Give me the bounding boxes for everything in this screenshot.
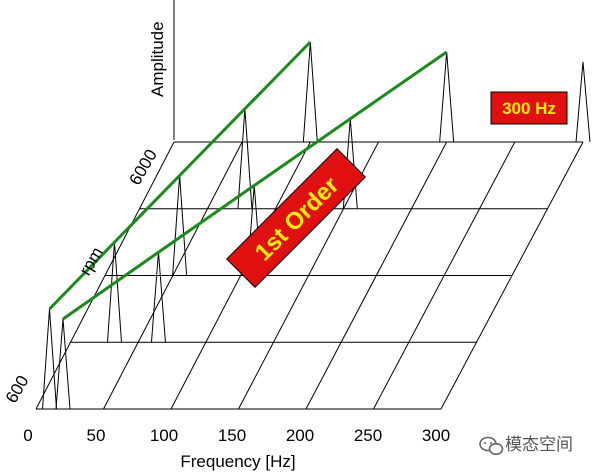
freq-grid-line-5	[373, 141, 516, 410]
peak-1-1	[150, 252, 166, 343]
freq-grid-line-6	[440, 141, 584, 410]
frequency-tick-0: 0	[23, 426, 32, 445]
freq-callout: 300 Hz	[490, 91, 568, 125]
watermark-text: 模态空间	[505, 435, 573, 454]
peak-2-0	[172, 175, 188, 276]
peak-4-0	[302, 41, 318, 143]
rpm-tick-6000: 6000	[126, 146, 161, 188]
order-line-2	[62, 50, 448, 321]
rpm-tick-600: 600	[2, 372, 33, 406]
frequency-tick-300: 300	[422, 426, 450, 445]
order-callout-label: 1st Order	[250, 172, 345, 267]
peak-4-1	[439, 51, 455, 143]
frequency-tick-100: 100	[150, 426, 178, 445]
freq-grid-line-2	[170, 141, 311, 410]
rpm-axis-title: rpm	[76, 244, 107, 279]
peak-4-2	[575, 61, 591, 143]
watermark: 模态空间	[479, 435, 573, 456]
freq-callout-box	[490, 91, 568, 125]
freq-grid-line-4	[305, 141, 448, 410]
frequency-tick-150: 150	[218, 426, 246, 445]
peak-0-1	[55, 318, 71, 410]
amplitude-axis-title: Amplitude	[148, 21, 167, 97]
frequency-tick-50: 50	[87, 426, 106, 445]
frequency-tick-200: 200	[286, 426, 314, 445]
peak-0-0	[42, 308, 57, 410]
order-lines	[48, 40, 448, 321]
frequency-ticks: 0 50 100 150 200 250 300	[23, 426, 450, 445]
frequency-tick-250: 250	[354, 426, 382, 445]
freq-callout-label: 300 Hz	[502, 99, 556, 118]
frequency-axis-title: Frequency [Hz]	[180, 452, 295, 471]
order-line-1	[48, 40, 312, 311]
wechat-icon	[479, 436, 504, 456]
order-callout-box	[225, 147, 367, 289]
